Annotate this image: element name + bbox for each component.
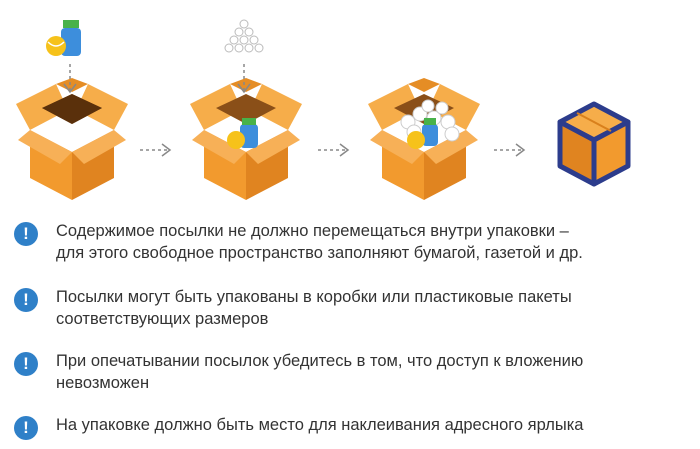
note-text-line-2: соответствующих размеров	[56, 310, 269, 328]
note-text-line-2: для этого свободное пространство заполня…	[56, 244, 583, 262]
filler-balls-icon	[224, 19, 264, 53]
note-text-line-1: При опечатывании посылок убедитесь в том…	[56, 352, 584, 370]
note-text-line-1: Посылки могут быть упакованы в коробки и…	[56, 288, 572, 306]
right-arrow-icon	[140, 143, 172, 157]
bottle-and-ball-icon	[46, 20, 81, 56]
closed-box	[557, 101, 631, 187]
down-arrow-icon	[237, 64, 251, 94]
note-text-line-2: невозможен	[56, 374, 150, 392]
note-item: ! Посылки могут быть упакованы в коробки…	[14, 286, 572, 330]
down-arrow-icon	[63, 64, 77, 94]
right-arrow-icon	[318, 143, 350, 157]
note-item: ! На упаковке должно быть место для накл…	[14, 414, 584, 440]
info-icon: !	[14, 222, 38, 246]
note-text-line-1: Содержимое посылки не должно перемещатьс…	[56, 222, 569, 240]
open-box-2	[190, 78, 302, 200]
note-item: ! При опечатывании посылок убедитесь в т…	[14, 350, 583, 394]
note-item: ! Содержимое посылки не должно перемещат…	[14, 220, 583, 264]
open-box-1	[16, 78, 128, 200]
info-icon: !	[14, 416, 38, 440]
packing-steps-illustration	[16, 19, 631, 200]
note-text-line-1: На упаковке должно быть место для наклеи…	[56, 416, 584, 434]
right-arrow-icon	[494, 143, 526, 157]
info-icon: !	[14, 352, 38, 376]
info-icon: !	[14, 288, 38, 312]
open-box-3	[368, 78, 480, 200]
